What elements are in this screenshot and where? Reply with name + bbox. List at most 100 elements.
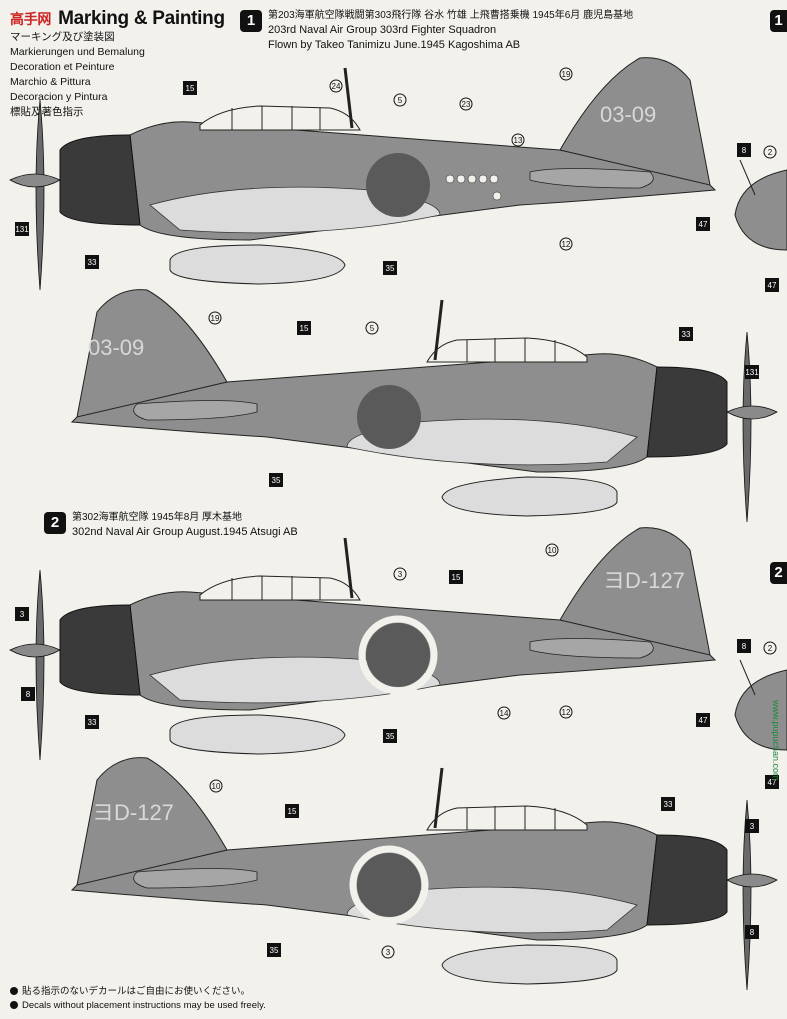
lang-es: Decoracion y Pintura — [10, 91, 108, 103]
callout-label: 19 — [562, 70, 571, 79]
scheme-1-badge: 1 — [240, 10, 262, 32]
callout-33: 33 — [661, 797, 675, 811]
callout-label: 47 — [768, 778, 777, 787]
callout-label: 15 — [452, 573, 461, 582]
watermark: www.pupuchan.com — [771, 700, 781, 781]
callout-35: 35 — [383, 729, 397, 743]
footer-jp: 貼る指示のないデカールはご自由にお使いください。 — [22, 986, 251, 997]
callout-14: 14 — [497, 706, 511, 720]
callout-12: 12 — [559, 237, 573, 251]
callout-33: 33 — [85, 715, 99, 729]
scheme-2-caption: 第302海軍航空隊 1945年8月 厚木基地 302nd Naval Air G… — [72, 510, 298, 540]
aircraft-2-tail-code: 03-09 — [88, 335, 144, 360]
footer-en: Decals without placement instructions ma… — [22, 1000, 266, 1011]
bullet-icon — [10, 1001, 18, 1010]
callout-label: 33 — [682, 330, 691, 339]
scheme-2-jp: 第302海軍航空隊 1945年8月 厚木基地 — [72, 512, 243, 523]
callout-8: 8 — [737, 639, 751, 653]
callout-label: 35 — [272, 476, 281, 485]
callout-19: 19 — [559, 67, 573, 81]
aircraft-4-profile — [72, 758, 777, 990]
callout-label: 2 — [768, 644, 773, 653]
callout-15: 15 — [183, 81, 197, 95]
callout-label: 33 — [88, 258, 97, 267]
callout-label: 131 — [745, 368, 759, 377]
scheme-2-badge: 2 — [44, 512, 66, 534]
callout-label: 19 — [211, 314, 220, 323]
callout-label: 10 — [548, 546, 557, 555]
callout-label: 33 — [664, 800, 673, 809]
scheme-2-badge-right: 2 — [770, 562, 787, 584]
scheme-1-caption: 第203海軍航空隊戦闘第303飛行隊 谷水 竹雄 上飛曹搭乗機 1945年6月 … — [268, 8, 633, 53]
callout-label: 33 — [88, 718, 97, 727]
callout-15: 15 — [449, 570, 463, 584]
callout-8: 8 — [21, 687, 35, 701]
lang-de: Markierungen und Bemalung — [10, 46, 145, 58]
aircraft-3-profile — [8, 526, 717, 762]
callout-label: 35 — [386, 732, 395, 741]
page-title: 高手网 Marking & Painting — [10, 8, 225, 30]
callout-5: 5 — [393, 93, 407, 107]
callout-33: 33 — [679, 327, 693, 341]
callout-label: 47 — [699, 716, 708, 725]
callout-label: 23 — [462, 100, 471, 109]
side-view-1 — [734, 159, 787, 251]
callout-5: 5 — [365, 321, 379, 335]
aircraft-3-tail-code: ヨD-127 — [603, 568, 685, 593]
callout-8: 8 — [737, 143, 751, 157]
callout-label: 15 — [186, 84, 195, 93]
callout-2: 2 — [763, 641, 777, 655]
callout-label: 8 — [26, 690, 31, 699]
site-logo: 高手网 — [10, 11, 52, 27]
callout-label: 131 — [15, 225, 29, 234]
callout-label: 35 — [270, 946, 279, 955]
callout-label: 24 — [332, 82, 341, 91]
scheme-1-badge-right: 1 — [770, 10, 787, 32]
callout-24: 24 — [329, 79, 343, 93]
callout-15: 15 — [285, 804, 299, 818]
callout-35: 35 — [267, 943, 281, 957]
callout-3: 3 — [745, 819, 759, 833]
callout-8: 8 — [745, 925, 759, 939]
callout-label: 12 — [562, 708, 571, 717]
callout-3: 3 — [381, 945, 395, 959]
callout-label: 8 — [750, 928, 755, 937]
callout-label: 5 — [398, 96, 403, 105]
callout-33: 33 — [85, 255, 99, 269]
callout-13: 13 — [511, 133, 525, 147]
callout-label: 47 — [699, 220, 708, 229]
language-list: マーキング及び塗装図 Markierungen und Bemalung Dec… — [10, 30, 145, 120]
callout-label: 15 — [288, 807, 297, 816]
callout-10: 10 — [209, 779, 223, 793]
callout-label: 13 — [514, 136, 523, 145]
lang-fr: Decoration et Peinture — [10, 61, 115, 73]
callout-label: 35 — [386, 264, 395, 273]
scheme-2-line1: 302nd Naval Air Group August.1945 Atsugi… — [72, 526, 298, 538]
callout-15: 15 — [297, 321, 311, 335]
callout-35: 35 — [383, 261, 397, 275]
scheme-1-line2: Flown by Takeo Tanimizu June.1945 Kagosh… — [268, 39, 521, 51]
callout-label: 3 — [750, 822, 755, 831]
callout-35: 35 — [269, 473, 283, 487]
callout-label: 2 — [768, 148, 773, 157]
aircraft-4-tail-code: ヨD-127 — [92, 800, 174, 825]
callout-label: 3 — [20, 610, 25, 619]
callout-131: 131 — [15, 222, 29, 236]
callout-19: 19 — [208, 311, 222, 325]
callout-3: 3 — [393, 567, 407, 581]
callout-label: 8 — [742, 146, 747, 155]
aircraft-1-tail-code: 03-09 — [600, 102, 656, 127]
scheme-1-jp: 第203海軍航空隊戦闘第303飛行隊 谷水 竹雄 上飛曹搭乗機 1945年6月 … — [268, 10, 634, 21]
callout-47: 47 — [696, 713, 710, 727]
aircraft-2-profile — [72, 290, 777, 522]
callout-label: 15 — [300, 324, 309, 333]
callout-47: 47 — [696, 217, 710, 231]
callout-label: 14 — [500, 709, 509, 718]
side-view-2 — [734, 659, 787, 751]
callout-2: 2 — [763, 145, 777, 159]
callout-label: 12 — [562, 240, 571, 249]
callout-label: 3 — [398, 570, 403, 579]
callout-label: 47 — [768, 281, 777, 290]
title-text: Marking & Painting — [58, 8, 225, 29]
